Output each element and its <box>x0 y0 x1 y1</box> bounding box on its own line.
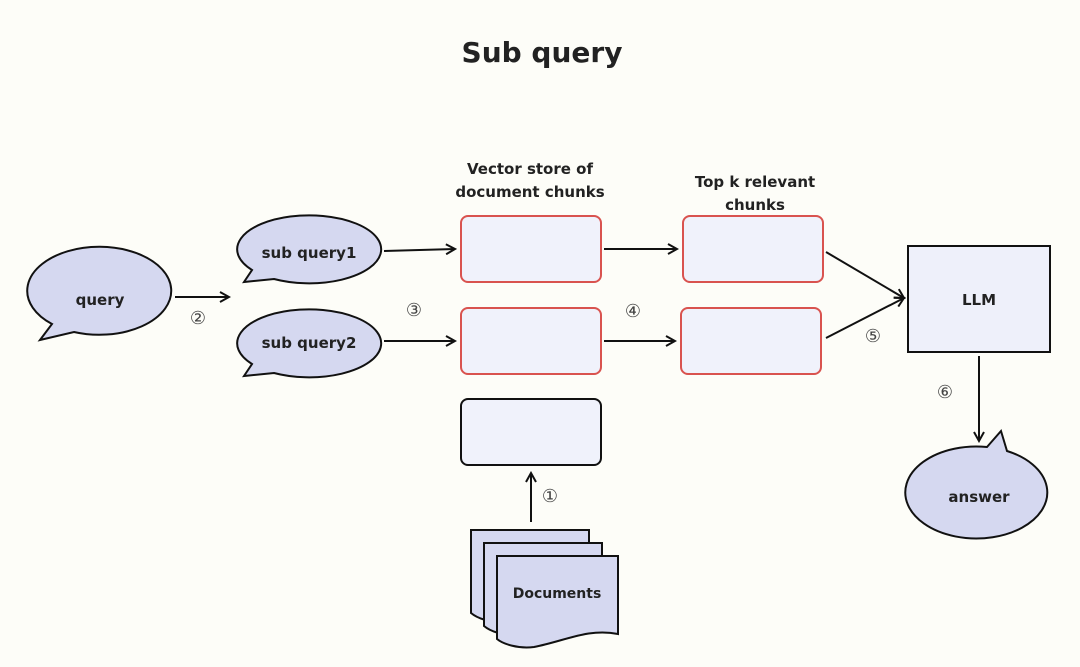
page-title: Sub query <box>462 36 623 69</box>
answer-bubble: answer <box>904 428 1049 540</box>
query-label: query <box>76 291 125 309</box>
vector-store-header-line2: document chunks <box>455 183 604 201</box>
top-k-header-line2: chunks <box>725 196 785 214</box>
vector-store-box-2 <box>460 307 602 375</box>
vector-store-box-1 <box>460 215 602 283</box>
query-bubble: query <box>26 245 173 342</box>
top-k-box-2 <box>680 307 822 375</box>
llm-box <box>907 245 1051 353</box>
sub-query1-label: sub query1 <box>262 244 357 262</box>
answer-label: answer <box>948 488 1010 506</box>
step-1-marker: ① <box>542 486 558 507</box>
documents-label: Documents <box>513 586 602 602</box>
vector-store-header-line1: Vector store of <box>467 160 593 178</box>
step-2-marker: ② <box>190 308 206 329</box>
sub-query2-label: sub query2 <box>262 334 357 352</box>
llm-label: LLM <box>962 291 996 309</box>
top-k-header-line1: Top k relevant <box>695 173 815 191</box>
step-4-marker: ④ <box>625 301 641 322</box>
step-3-marker: ③ <box>406 300 422 321</box>
arrow-subquery1-to-store <box>383 249 455 251</box>
document-chunks-box <box>460 398 602 466</box>
step-5-marker: ⑤ <box>865 326 881 347</box>
sub-query2-bubble: sub query2 <box>236 308 383 379</box>
documents-stack: Documents <box>470 529 619 649</box>
top-k-box-1 <box>682 215 824 283</box>
sub-query1-bubble: sub query1 <box>236 214 383 285</box>
document-sheet-front <box>496 555 619 649</box>
step-6-marker: ⑥ <box>937 382 953 403</box>
arrow-topk1-to-llm <box>825 251 904 298</box>
arrow-topk2-to-llm <box>825 298 904 339</box>
